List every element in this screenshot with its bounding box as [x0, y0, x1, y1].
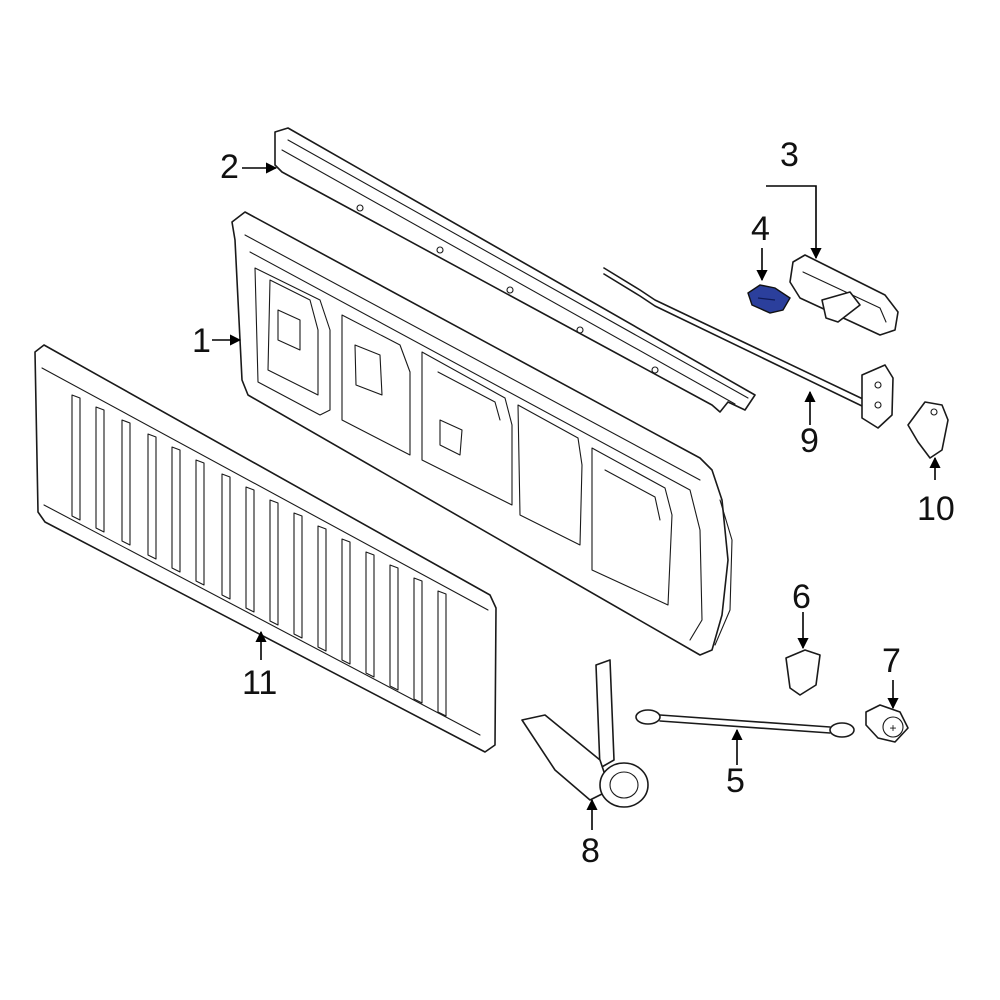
part-7-bushing[interactable]: + [865, 704, 909, 743]
part-8-hinge-bracket[interactable] [521, 659, 649, 808]
callout-labels: 2 1 3 4 9 10 6 7 5 8 11 [192, 136, 955, 870]
part-10-hinge[interactable] [907, 401, 949, 459]
callout-9: 9 [800, 422, 819, 460]
callout-4: 4 [751, 210, 770, 248]
part-9-rod[interactable] [603, 267, 866, 407]
callout-2: 2 [220, 148, 239, 186]
part-3-handle[interactable] [789, 254, 899, 336]
callout-10: 10 [917, 490, 955, 528]
part-6-bracket[interactable] [785, 649, 821, 696]
callout-5: 5 [726, 762, 745, 800]
part-1-inner-panel[interactable] [231, 211, 733, 656]
part-2-top-rail[interactable] [274, 127, 756, 413]
callout-7: 7 [882, 642, 901, 680]
svg-text:+: + [889, 721, 896, 735]
callout-8: 8 [581, 832, 600, 870]
part-11-outer-skin[interactable] [34, 344, 497, 753]
callout-11: 11 [242, 664, 277, 702]
callout-3: 3 [780, 136, 799, 174]
callout-1: 1 [192, 322, 211, 360]
callout-6: 6 [792, 578, 811, 616]
part-4-highlighted[interactable] [747, 284, 791, 314]
skin-ribs [71, 394, 447, 717]
part-5-cable[interactable] [635, 709, 855, 738]
latch-bracket[interactable] [861, 364, 894, 429]
leader-lines [212, 162, 941, 830]
